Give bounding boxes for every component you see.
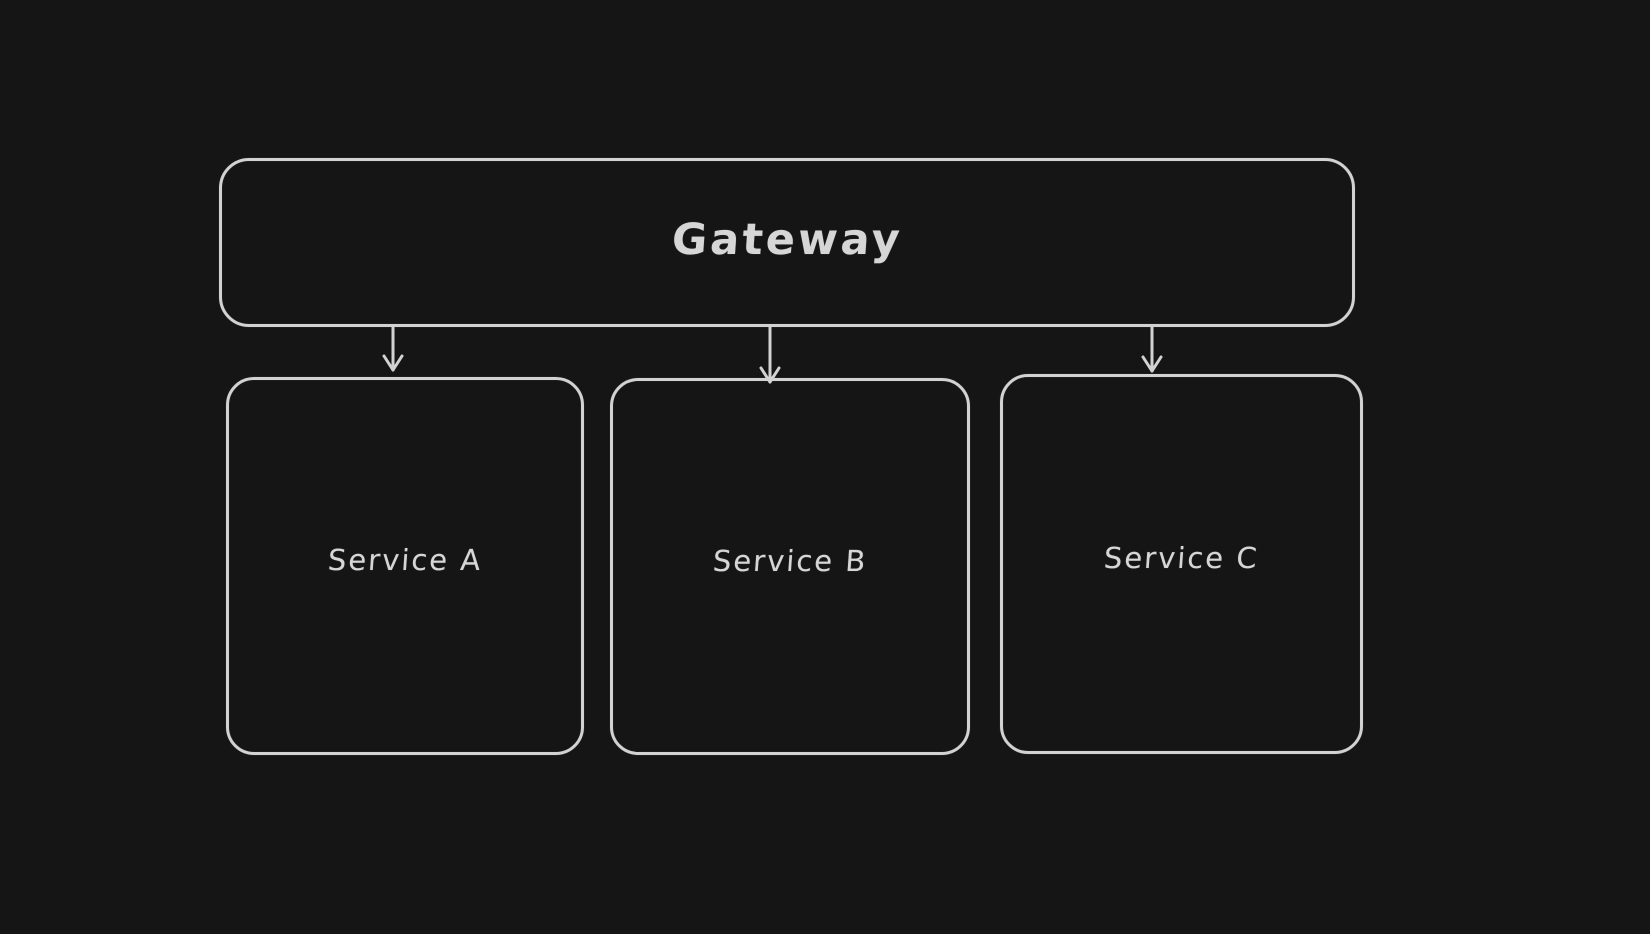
gateway-node-label: Gateway (670, 214, 904, 265)
service-a-node[interactable]: Service A (226, 377, 584, 755)
arrow-down-icon (759, 327, 781, 384)
service-a-node-label: Service A (326, 543, 484, 577)
service-c-node-label: Service C (1102, 541, 1261, 575)
service-c-node[interactable]: Service C (1000, 374, 1363, 754)
gateway-node[interactable]: Gateway (219, 158, 1355, 327)
service-b-node-label: Service B (711, 543, 869, 578)
arrow-down-icon (382, 327, 404, 372)
service-b-node[interactable]: Service B (610, 378, 970, 755)
arrow-gateway-to-service-c[interactable] (1138, 327, 1166, 374)
arrow-gateway-to-service-b[interactable] (756, 327, 784, 385)
arrow-down-icon (1141, 327, 1163, 373)
arrow-gateway-to-service-a[interactable] (379, 327, 407, 373)
